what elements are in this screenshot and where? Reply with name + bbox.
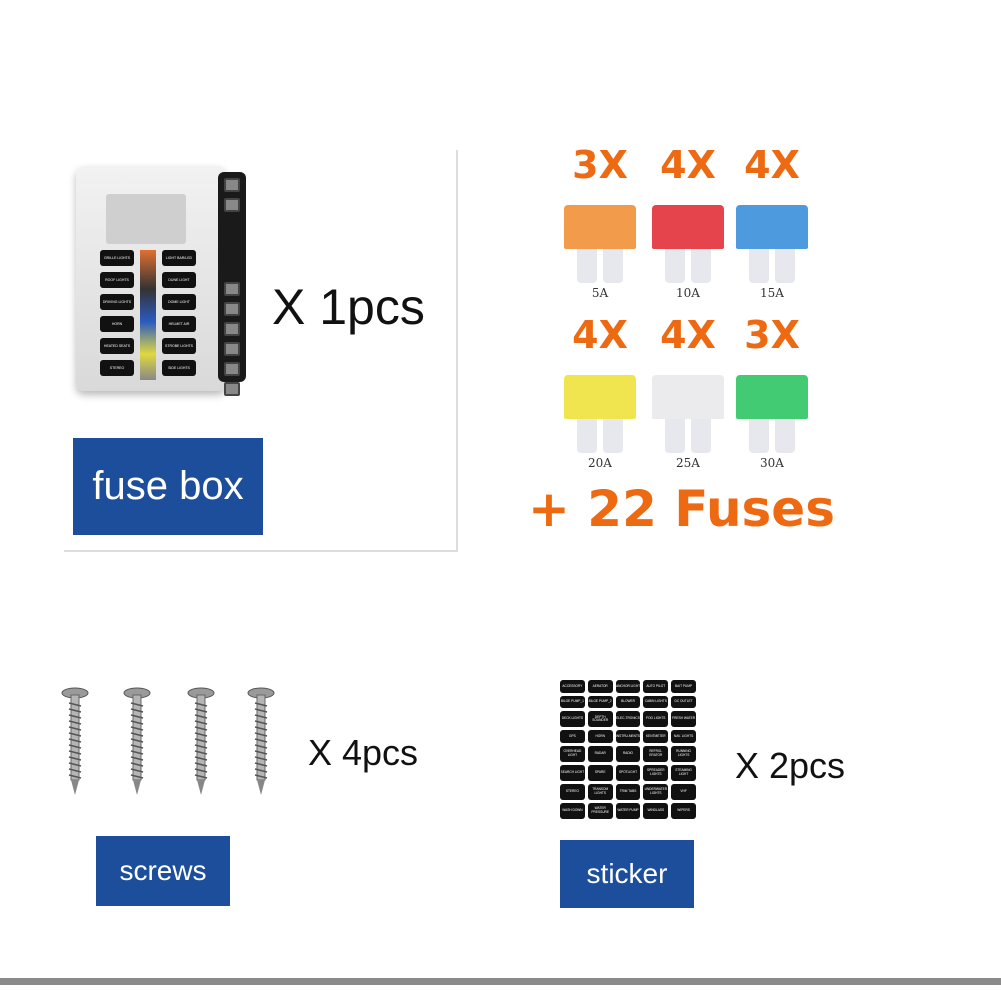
fuse-5A	[564, 205, 636, 283]
switch-label: LIGHT BAR/LED	[162, 250, 196, 266]
switch-label: HELMET AIR	[162, 316, 196, 332]
fuse-box-qty: X 1pcs	[272, 279, 425, 335]
terminal	[224, 302, 240, 316]
sticker-tag: DEPTH SOUNDER	[587, 711, 613, 728]
sticker-tag: STEAMING LIGHT	[671, 764, 696, 781]
fuse-count: 3X	[572, 143, 628, 187]
sticker-tag: RADAR	[587, 745, 613, 762]
sticker-tag: DECK LIGHTS	[560, 711, 585, 728]
sticker-tag: BLOWER	[615, 695, 641, 709]
bottom-divider	[0, 978, 1001, 985]
switch-label: DOME LIGHT	[162, 294, 196, 310]
fuse-amp: 30A	[760, 456, 784, 470]
sticker-tag: OVERHEAD LIGHT	[560, 745, 585, 762]
sticker-tag: GPS	[560, 730, 585, 743]
sticker-tag: RUNNING LIGHTS	[671, 745, 696, 762]
sticker-tag: STEREO	[560, 783, 585, 800]
sticker-tag: VHF	[671, 783, 696, 800]
sticker-tag: TRIM TABS	[615, 783, 641, 800]
switch-label: GRILLE LIGHTS	[100, 250, 134, 266]
sticker-label: sticker	[560, 840, 694, 908]
fuse-amp: 25A	[676, 456, 700, 470]
fuse-count: 4X	[744, 143, 800, 187]
terminal	[224, 178, 240, 192]
switch-label: DRIVING LIGHTS	[100, 294, 134, 310]
bus-bar	[218, 172, 246, 396]
sticker-tag: HORN	[587, 730, 613, 743]
sticker-tag: BILGE PUMP_2	[587, 695, 613, 709]
sticker-tag: FRESH WATER	[671, 711, 696, 728]
screws-image	[61, 687, 275, 795]
fuse-count: 3X	[744, 313, 800, 357]
sticker-tag: BILGE PUMP_1	[560, 695, 585, 709]
terminal	[224, 382, 240, 396]
sticker-tag: FOG LIGHTS	[643, 711, 669, 728]
sticker-tag: REFRIG-ERATOR	[643, 745, 669, 762]
screws-qty: X 4pcs	[308, 732, 419, 773]
sticker-tag: SPREADER LIGHTS	[643, 764, 669, 781]
terminal	[224, 362, 240, 376]
terminal	[224, 198, 240, 212]
fuse-amp: 15A	[760, 286, 784, 300]
terminal	[224, 282, 240, 296]
sticker-tag: NAV. LIGHTS	[671, 730, 696, 743]
screw	[247, 687, 275, 795]
sticker-tag: ANCHOR LIGHT	[615, 680, 641, 693]
sticker-qty: X 2pcs	[735, 745, 846, 786]
fuse-count: 4X	[660, 313, 716, 357]
sticker-tag: SPOTLIGHT	[615, 764, 641, 781]
sticker-tag: TRANSOM LIGHTS	[587, 783, 613, 800]
fuse-20A	[564, 375, 636, 453]
sticker-tag: SEARCH LIGHT	[560, 764, 585, 781]
sticker-tag: SPARE	[587, 764, 613, 781]
switch-label: HEATED SEATS	[100, 338, 134, 354]
fuse-25A	[652, 375, 724, 453]
sticker-tag: INSTRU-MENTS	[615, 730, 641, 743]
sticker-tag: RADIO	[615, 745, 641, 762]
sticker-tag: UNDERWATER LIGHTS	[643, 783, 669, 800]
sticker-tag: AERATOR	[587, 680, 613, 693]
switch-label: STEREO	[100, 360, 134, 376]
fuse-amp: 10A	[676, 286, 700, 300]
terminal	[224, 322, 240, 336]
sticker-tag: BAIT PUMP	[671, 680, 696, 693]
sticker-tag: WATER PRESSURE	[587, 802, 613, 819]
sticker-tag: KENTMETER	[643, 730, 669, 743]
fuse-30A	[736, 375, 808, 453]
sticker-tag: ELEC-TRONICS	[615, 711, 641, 728]
sticker-tag: AUTO PILOT	[643, 680, 669, 693]
sticker-tag: WATER PUMP	[615, 802, 641, 819]
screw	[123, 687, 151, 795]
sticker-tag: ACCESSORY	[560, 680, 585, 693]
fuse-box-label: fuse box	[73, 438, 263, 535]
fuse-total: + 22 Fuses	[528, 480, 835, 538]
switch-label: STROBE LIGHTS	[162, 338, 196, 354]
sticker-tag: WASH DOWN	[560, 802, 585, 819]
screw	[61, 687, 89, 795]
fuse-box-panel	[64, 150, 458, 552]
fuse-count: 4X	[660, 143, 716, 187]
terminal	[224, 342, 240, 356]
fuse-10A	[652, 205, 724, 283]
sticker-tag: WINDLASS	[643, 802, 669, 819]
sticker-tag: DC OUTLET	[671, 695, 696, 709]
fuse-amp: 20A	[588, 456, 612, 470]
sticker-tag: CABIN LIGHTS	[643, 695, 669, 709]
fuse-count: 4X	[572, 313, 628, 357]
sticker-tag: WIPERS	[671, 802, 696, 819]
fuse-amp: 5A	[591, 286, 609, 300]
fuse-15A	[736, 205, 808, 283]
screw	[187, 687, 215, 795]
switch-label: HORN	[100, 316, 134, 332]
screws-label: screws	[96, 836, 230, 906]
switch-label: ROOF LIGHTS	[100, 272, 134, 288]
fuse-box-image: GRILLE LIGHTS ROOF LIGHTS DRIVING LIGHTS HO…	[76, 166, 226, 391]
switch-label: SIDE LIGHTS	[162, 360, 196, 376]
switch-label: DUNE LIGHT	[162, 272, 196, 288]
